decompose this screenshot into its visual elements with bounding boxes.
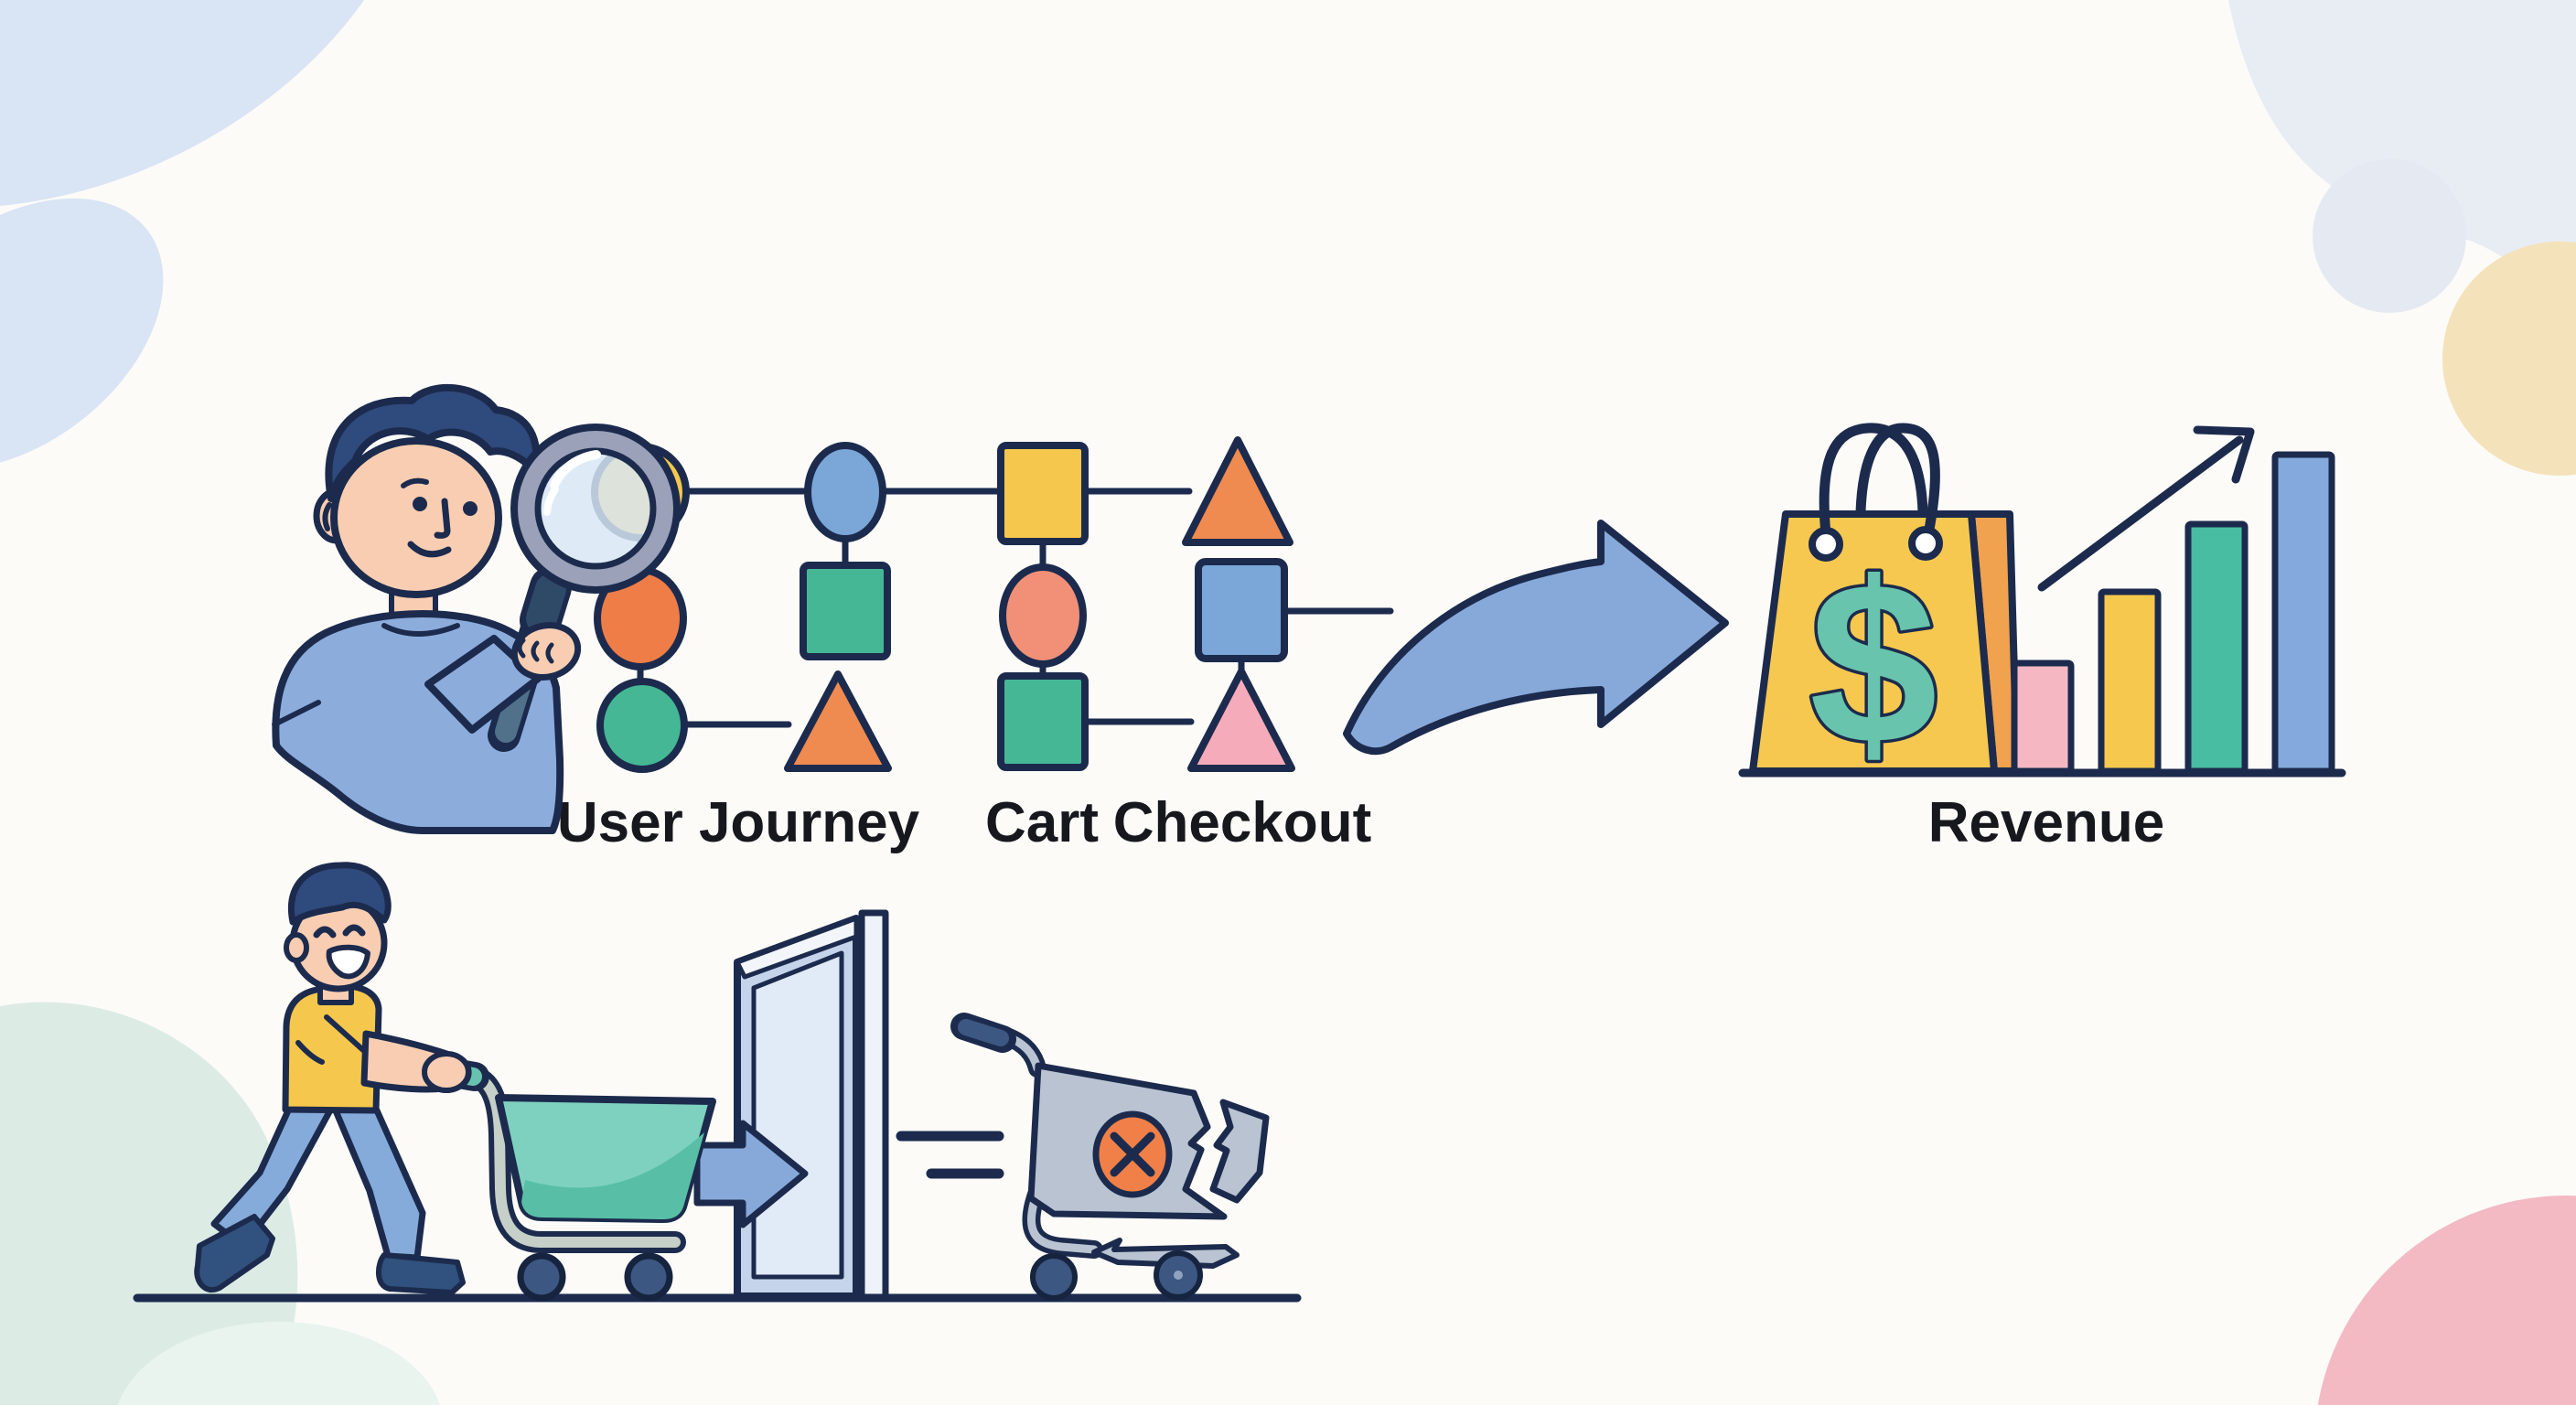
label-revenue: Revenue (1928, 791, 2164, 854)
shopping-cart-icon (418, 1055, 716, 1302)
shopper-mouth (326, 944, 370, 980)
blob-cream-circle (2442, 241, 2576, 476)
node-square-blue (1195, 558, 1288, 662)
analyst-eye-right (463, 501, 478, 516)
door-frame-post (858, 909, 889, 1301)
bag-handle-right-icon (1855, 423, 1940, 540)
node-triangle-orange-2 (784, 670, 892, 772)
revenue-group: $ (1738, 423, 2346, 796)
shopping-bag-icon: $ (1749, 423, 2021, 796)
node-circle-salmon (999, 563, 1087, 668)
label-user-journey: User Journey (557, 791, 920, 854)
revenue-bar (2098, 588, 2162, 775)
magnifier-icon (424, 424, 681, 752)
broken-cart-wheel-left (1030, 1253, 1078, 1301)
trend-arrow-icon (2037, 425, 2255, 592)
flowchart-connectors (637, 488, 1394, 728)
blob-mint-light (118, 1322, 440, 1405)
shopper-group (194, 862, 472, 1295)
analyst-face (330, 437, 502, 598)
broken-cart-wheel-hub (1174, 1271, 1183, 1280)
analyst-fingers (517, 638, 554, 664)
broken-cart-base-bar (1091, 1238, 1240, 1269)
bag-eyelet-right (1908, 526, 1943, 561)
revenue-bar (2184, 520, 2249, 775)
node-triangle-pink (1187, 668, 1295, 772)
blob-mint (0, 1002, 298, 1405)
blob-gray-circle (2313, 159, 2466, 313)
magnifier-highlight (550, 450, 601, 489)
shopper-ear (284, 932, 309, 963)
shopper-hair (288, 862, 392, 926)
node-square-green-2 (997, 672, 1089, 771)
shopper-hand (422, 1051, 471, 1093)
blob-pink-circle (2317, 1196, 2576, 1405)
blob-left (0, 198, 164, 470)
analyst-ear-inner (322, 502, 332, 531)
door-top-bevel (735, 916, 859, 980)
dollar-sign-icon: $ (1809, 535, 1937, 792)
door-group (734, 909, 889, 1301)
broken-cart-shard (1209, 1099, 1270, 1204)
analyst-collar-line (381, 623, 460, 637)
bag-eyelet-left (1809, 527, 1843, 562)
door-inner-panel (751, 950, 844, 1280)
shopper-leg-front (331, 1105, 426, 1261)
node-circle-blue (804, 442, 886, 542)
broken-cart-icon (950, 1013, 1270, 1301)
cart-wheel-front (624, 1252, 673, 1302)
revenue-bars (2011, 451, 2335, 775)
speed-lines (896, 1131, 1004, 1179)
analyst-group (272, 383, 681, 834)
analyst-nose (434, 498, 451, 539)
label-checkout: Checkout (1113, 791, 1371, 854)
blob-top-left (0, 0, 364, 206)
cart-basket-shade (521, 1132, 704, 1220)
node-square-yellow (997, 442, 1089, 545)
analyst-eye-left (413, 497, 427, 511)
node-triangle-orange (1182, 436, 1293, 546)
analyst-smile (407, 541, 452, 558)
cart-wheel-back (517, 1252, 566, 1302)
label-cart: Cart (985, 791, 1099, 854)
blob-top-right-cloud (2228, 0, 2576, 298)
shopper-shirt-creases (295, 1014, 366, 1065)
node-square-green (800, 562, 891, 660)
broken-cart-x-icon (1092, 1110, 1173, 1198)
revenue-bar (2271, 451, 2335, 775)
revenue-bar (2011, 660, 2075, 775)
shopper-shoe-front (376, 1252, 466, 1295)
magnifier-rim (515, 428, 676, 589)
conversion-arrow-icon (1343, 520, 1729, 755)
magnifier-glass (540, 453, 651, 564)
shopper-shoe-back (194, 1214, 275, 1292)
door-arrow-icon (693, 1120, 809, 1228)
checkout-scene (133, 862, 1302, 1303)
analyst-brow (401, 477, 429, 488)
user-journey-flowchart (591, 436, 1394, 773)
analyst-crease-line (272, 700, 321, 727)
bag-handle-left-icon (1819, 423, 1928, 540)
node-circle-green (596, 678, 688, 773)
shopper-eyes-closed (313, 924, 366, 938)
